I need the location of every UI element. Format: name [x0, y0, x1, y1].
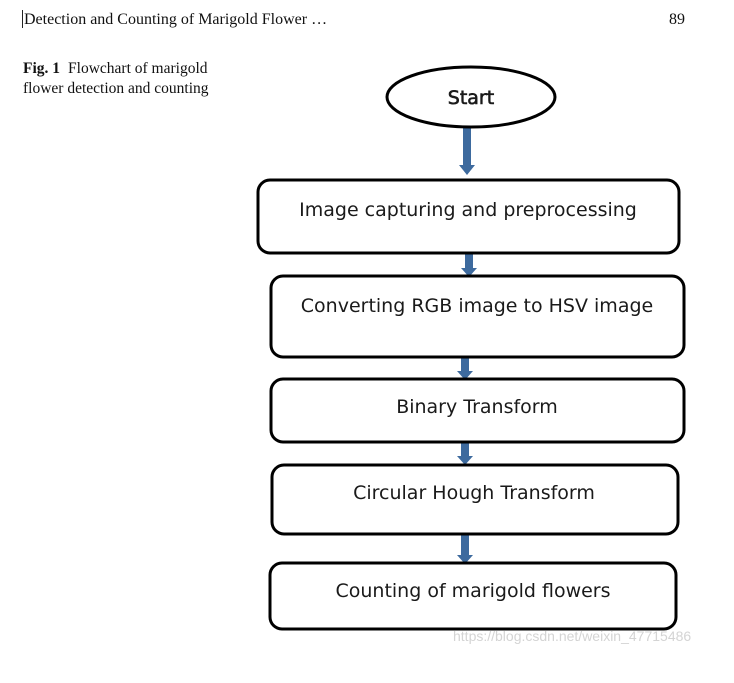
- step-1-label: Image capturing and preprocessing: [299, 199, 637, 221]
- figure-label: Fig. 1: [23, 60, 61, 77]
- step-2-label: Converting RGB image to HSV image: [301, 295, 653, 317]
- step-5-box: [268, 561, 678, 631]
- arrow-step2-to-step3: [457, 356, 473, 380]
- step-3-node: Binary Transform: [269, 377, 686, 444]
- step-4-node: Circular Hough Transform: [270, 463, 680, 536]
- arrow-step1-to-step2: [461, 253, 477, 277]
- arrow-step3-to-step4: [457, 441, 473, 465]
- step-2-node: Converting RGB image to HSV image: [269, 274, 686, 359]
- running-head-title: Detection and Counting of Marigold Flowe…: [24, 11, 328, 28]
- arrow-step4-to-step5: [457, 532, 473, 564]
- figure-caption-text: Flowchart of marigold flower detection a…: [23, 60, 209, 97]
- start-label: Start: [448, 87, 494, 109]
- text-cursor: [22, 10, 23, 28]
- flow-arrows: [457, 127, 477, 564]
- page-number: 89: [669, 11, 685, 28]
- step-1-node: Image capturing and preprocessing: [256, 178, 681, 255]
- watermark-url: https://blog.csdn.net/weixin_47715486: [453, 628, 692, 644]
- step-2-box: [269, 274, 686, 359]
- step-3-label: Binary Transform: [396, 396, 558, 418]
- step-3-box: [269, 377, 686, 444]
- step-1-box: [256, 178, 681, 255]
- start-node: Start: [385, 65, 557, 129]
- step-5-node: Counting of marigold flowers: [268, 561, 678, 631]
- arrow-start-to-step1: [459, 127, 475, 175]
- step-4-box: [270, 463, 680, 536]
- start-ellipse: [385, 65, 557, 129]
- step-5-label: Counting of marigold flowers: [335, 580, 610, 602]
- step-4-label: Circular Hough Transform: [353, 482, 595, 504]
